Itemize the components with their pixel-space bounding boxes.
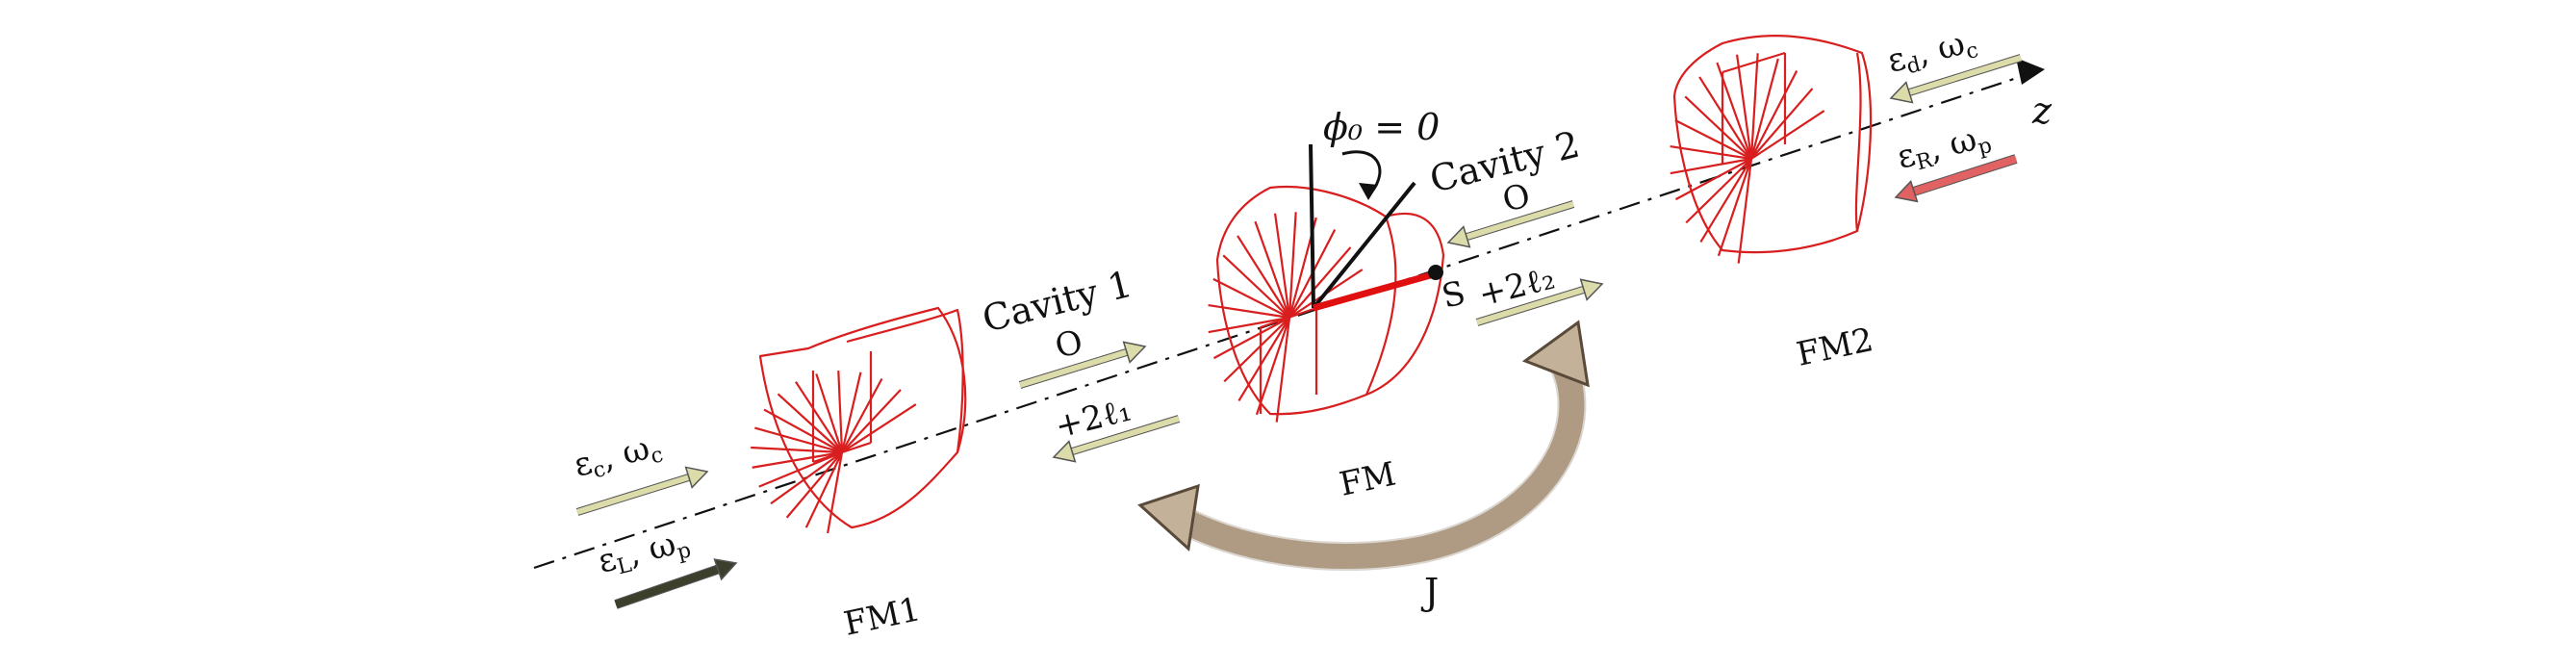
- mirror-spoke: [763, 408, 843, 453]
- axis-label: z: [2031, 90, 2053, 132]
- mirror-spoke: [754, 426, 843, 454]
- cavity1-origin: O: [1052, 322, 1087, 367]
- mirror-spoke: [841, 377, 883, 453]
- red-arm: [1313, 270, 1435, 312]
- mirror-spoke: [841, 403, 917, 453]
- reference-rod: [1309, 143, 1315, 309]
- mirror-spoke: [1288, 212, 1297, 319]
- field-left-top: εc, ωc: [571, 426, 666, 488]
- point-s-label: S: [1439, 273, 1469, 316]
- cavity2-arrow-left: [1446, 200, 1575, 248]
- svg-text:εc, ωc: εc, ωc: [571, 426, 666, 488]
- mirror-spoke: [1674, 118, 1752, 160]
- field-left-bottom: εL, ωp: [595, 522, 694, 584]
- mirror-fm2: [1670, 35, 1873, 264]
- mirror-spoke: [1684, 95, 1752, 160]
- mirror-spoke: [1670, 144, 1752, 161]
- svg-text:εR, ωp: εR, ωp: [1894, 116, 1995, 179]
- rotation-arrowhead-left: [1137, 483, 1200, 552]
- mirror-spoke: [1699, 158, 1752, 243]
- mirror-spoke: [1685, 158, 1752, 224]
- mirror-fm1: [751, 306, 967, 534]
- mirror-spoke: [758, 450, 843, 488]
- mirror-spoke: [1670, 157, 1752, 175]
- optical-axis: [533, 73, 2027, 570]
- mirror-spoke: [815, 373, 844, 453]
- mirror-spoke: [1208, 303, 1290, 320]
- mirror-spoke: [1735, 54, 1753, 160]
- rotation-arrow-body: [1167, 349, 1585, 569]
- mirror-spoke: [1674, 158, 1752, 201]
- mirror-spoke: [1212, 277, 1290, 319]
- fm1-label: FM1: [841, 590, 925, 644]
- cavity2-arrow-right: [1475, 278, 1604, 326]
- mirror-spoke: [751, 446, 843, 454]
- mirror-spoke: [1212, 317, 1290, 360]
- mirror-spoke: [840, 372, 862, 453]
- tilted-rod: [1312, 181, 1416, 310]
- rotation-label: J: [1420, 571, 1439, 613]
- field-right-bottom: εR, ωp: [1894, 116, 1995, 179]
- mirror-spoke: [1749, 53, 1759, 160]
- mirror-spoke: [1223, 317, 1290, 383]
- mirror-spoke: [752, 450, 843, 469]
- mirror-spoke: [770, 451, 843, 505]
- rotation-arrowhead-right: [1521, 320, 1590, 388]
- mirror-spoke: [841, 389, 902, 453]
- mirror-spoke: [1208, 316, 1290, 334]
- point-s-dot: [1428, 265, 1443, 280]
- cavity1-arrow-right: [1018, 341, 1147, 389]
- mirror-spoke: [1717, 158, 1753, 257]
- mirror-spoke: [1749, 58, 1779, 160]
- mirror-spoke: [827, 451, 844, 534]
- mirror-spoke: [1750, 110, 1825, 160]
- cavity2-offset: +2ℓ₂: [1475, 259, 1559, 315]
- mirror-spoke: [1222, 254, 1290, 319]
- mirror-spoke: [1750, 88, 1814, 160]
- angle-arrowhead: [1359, 183, 1378, 200]
- mirror-spoke: [1716, 62, 1753, 160]
- mirror-spoke: [777, 393, 843, 453]
- probe-arrow-right: [1894, 154, 2018, 203]
- angle-label: ϕ₀ = 0: [1323, 106, 1440, 148]
- axis-arrowhead: [2016, 58, 2045, 85]
- mirror-spoke: [1288, 246, 1352, 319]
- mirror-spoke: [1237, 235, 1290, 319]
- rotation-arrow-outline: [1166, 348, 1587, 571]
- mirror-spoke: [785, 451, 843, 519]
- cavity1-arrow-left: [1052, 415, 1181, 463]
- field-right-top: εd, ωc: [1884, 21, 1981, 83]
- fm-label: FM: [1337, 455, 1399, 504]
- mirror-spoke: [1698, 76, 1752, 160]
- mirror-spoke: [1273, 213, 1291, 319]
- mirror-spoke: [837, 371, 844, 453]
- mirror-spoke: [804, 451, 843, 528]
- mirror-spoke: [1255, 317, 1291, 416]
- mirror-spoke: [1750, 70, 1798, 160]
- mirror-spoke: [1254, 220, 1291, 319]
- fm2-label: FM2: [1794, 321, 1877, 374]
- cavity2-origin: O: [1499, 176, 1535, 220]
- control-arrow-right: [1889, 54, 2023, 104]
- mirror-spoke: [1237, 317, 1290, 401]
- svg-text:εL, ωp: εL, ωp: [595, 522, 694, 584]
- mirror-spoke: [1737, 158, 1753, 264]
- mirror-spoke: [795, 381, 843, 453]
- probe-arrow-left: [614, 558, 738, 609]
- mirror-spoke: [1275, 317, 1291, 423]
- control-arrow-left: [575, 466, 709, 516]
- svg-text:εd, ωc: εd, ωc: [1884, 21, 1981, 83]
